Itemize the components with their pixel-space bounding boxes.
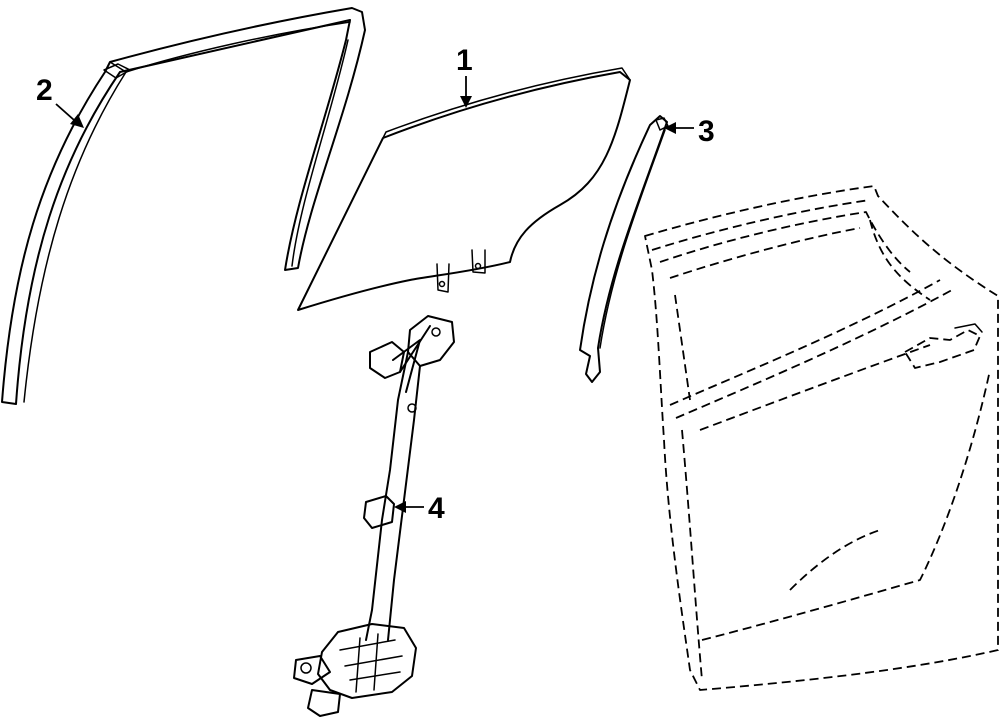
callout-number-2: 2 [36, 74, 53, 107]
callout-3-arrow [664, 122, 676, 134]
callout-2-leader [55, 103, 75, 121]
callout-1: 1 [456, 44, 473, 108]
callout-3: 3 [664, 115, 715, 148]
window-regulator[interactable] [293, 315, 455, 717]
door-glass[interactable] [297, 67, 631, 311]
callout-2-arrow [70, 114, 84, 128]
callout-4: 4 [394, 492, 445, 525]
callout-number-3: 3 [698, 115, 715, 148]
glass-run-channel[interactable] [1, 7, 366, 405]
callout-number-4: 4 [428, 492, 445, 525]
rear-door-shell [644, 185, 999, 691]
callout-number-1: 1 [456, 44, 473, 77]
callout-1-arrow [460, 96, 472, 108]
callout-4-arrow [394, 501, 406, 513]
callout-2: 2 [36, 74, 84, 128]
